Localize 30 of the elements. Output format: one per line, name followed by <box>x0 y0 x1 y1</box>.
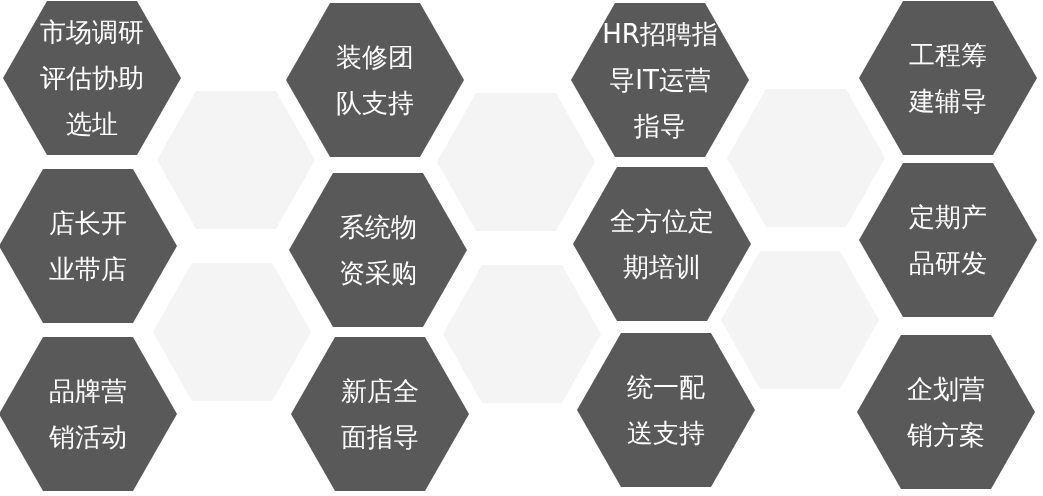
hexagon-node <box>290 336 470 492</box>
node-label: 工程筹建辅导 <box>908 39 988 118</box>
node-label: 统一配送支持 <box>626 371 706 450</box>
hexagon-node <box>858 162 1038 318</box>
hexagon-node <box>288 172 468 328</box>
node-label: 装修团队支持 <box>335 41 415 120</box>
node-label: 企划营销方案 <box>906 373 986 452</box>
hexagon-shape <box>726 88 886 228</box>
hexagon-node <box>576 332 756 488</box>
node-label: 全方位定期培训 <box>609 205 715 284</box>
node-label: HR招聘指导IT运营指导 <box>601 18 719 143</box>
node-label: 系统物资采购 <box>338 211 418 290</box>
hexagon-shape <box>720 250 880 390</box>
hexagon-node <box>856 334 1036 490</box>
hexagon-node <box>0 168 178 324</box>
hexagon-node <box>2 0 182 156</box>
hexagon-shape <box>152 262 312 402</box>
hexagon-shape <box>442 264 602 404</box>
node-label: 市场调研评估协助选址 <box>39 16 145 141</box>
hexagon-node <box>285 2 465 158</box>
hexagon-node <box>0 336 178 492</box>
hexagon-node <box>572 166 752 322</box>
hexagon-shape <box>436 92 596 232</box>
hexagon-node <box>570 2 750 158</box>
node-label: 店长开业带店 <box>48 207 128 286</box>
node-label: 定期产品研发 <box>908 201 988 280</box>
node-label: 品牌营销活动 <box>48 375 128 454</box>
hexagon-node <box>858 0 1038 156</box>
hexagon-shape <box>156 90 316 230</box>
node-label: 新店全面指导 <box>340 375 420 454</box>
